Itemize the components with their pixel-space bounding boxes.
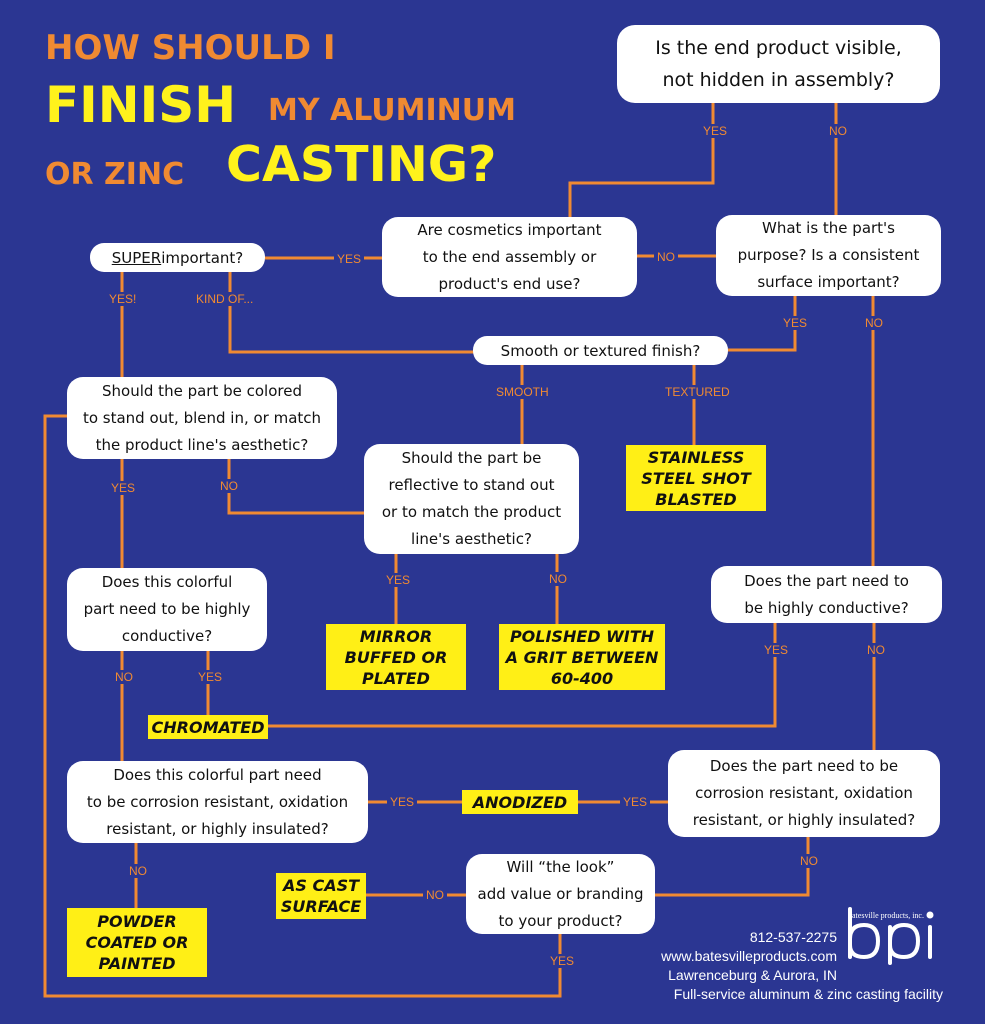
super-word: SUPER bbox=[111, 248, 162, 267]
label-colorful-corrosion-no: NO bbox=[126, 864, 150, 878]
label-conductive-yes: YES bbox=[761, 643, 792, 657]
answer-as-cast-surface: AS CAST SURFACE bbox=[276, 873, 366, 919]
label-colored-yes: YES bbox=[108, 481, 139, 495]
label-purpose-yes: YES bbox=[780, 316, 811, 330]
contact-location: Lawrenceburg & Aurora, IN bbox=[668, 967, 837, 983]
label-cosmetics-no: NO bbox=[654, 250, 678, 264]
label-super-kind-of: KIND OF... bbox=[193, 292, 257, 306]
title-finish: FINISH bbox=[45, 76, 237, 134]
question-look: Will “the look” add value or branding to… bbox=[466, 854, 655, 934]
title-casting: CASTING? bbox=[226, 136, 497, 193]
question-visible: Is the end product visible, not hidden i… bbox=[617, 25, 940, 103]
label-look-yes: YES bbox=[547, 954, 578, 968]
bpi-logo: batesville products, inc. bbox=[842, 905, 942, 965]
answer-chromated: CHROMATED bbox=[148, 715, 268, 739]
answer-anodized: ANODIZED bbox=[462, 790, 578, 814]
question-corrosion: Does the part need to be corrosion resis… bbox=[668, 750, 940, 837]
contact-tagline: Full-service aluminum & zinc casting fac… bbox=[673, 986, 943, 1002]
question-super-important: SUPER important? bbox=[90, 243, 265, 272]
label-visible-no: NO bbox=[826, 124, 850, 138]
question-purpose: What is the part's purpose? Is a consist… bbox=[716, 215, 941, 296]
label-purpose-no: NO bbox=[862, 316, 886, 330]
label-textured: TEXTURED bbox=[662, 385, 733, 399]
title-line1: HOW SHOULD I bbox=[45, 28, 336, 68]
super-rest: important? bbox=[161, 248, 244, 267]
label-colorful-conductive-yes: YES bbox=[195, 670, 226, 684]
title-my-aluminum: MY ALUMINUM bbox=[268, 93, 516, 128]
title-or-zinc: OR ZINC bbox=[45, 157, 185, 192]
label-visible-yes: YES bbox=[700, 124, 731, 138]
label-reflective-yes: YES bbox=[383, 573, 414, 587]
contact-phone: 812-537-2275 bbox=[749, 929, 837, 945]
label-super-yes: YES! bbox=[106, 292, 140, 306]
answer-stainless-steel-shot-blasted: STAINLESS STEEL SHOT BLASTED bbox=[626, 445, 766, 511]
label-conductive-no: NO bbox=[864, 643, 888, 657]
answer-mirror-buffed: MIRROR BUFFED OR PLATED bbox=[326, 624, 466, 690]
question-colorful-corrosion: Does this colorful part need to be corro… bbox=[67, 761, 368, 843]
question-conductive: Does the part need to be highly conducti… bbox=[711, 566, 942, 623]
question-reflective: Should the part be reflective to stand o… bbox=[364, 444, 579, 554]
question-smooth-textured: Smooth or textured finish? bbox=[473, 336, 728, 365]
label-colored-no: NO bbox=[217, 479, 241, 493]
question-colorful-conductive: Does this colorful part need to be highl… bbox=[67, 568, 267, 651]
contact-website[interactable]: www.batesvilleproducts.com bbox=[661, 948, 837, 964]
label-reflective-no: NO bbox=[546, 572, 570, 586]
contact-block: 812-537-2275 www.batesvilleproducts.com … bbox=[600, 928, 943, 1004]
label-smooth: SMOOTH bbox=[493, 385, 552, 399]
answer-polished: POLISHED WITH A GRIT BETWEEN 60-400 bbox=[499, 624, 665, 690]
label-colorful-corrosion-yes: YES bbox=[387, 795, 418, 809]
label-cosmetics-yes: YES bbox=[334, 252, 365, 266]
logo-company-name: batesville products, inc. bbox=[848, 911, 924, 920]
question-cosmetics: Are cosmetics important to the end assem… bbox=[382, 217, 637, 297]
label-corrosion-no: NO bbox=[797, 854, 821, 868]
label-look-no: NO bbox=[423, 888, 447, 902]
label-corrosion-yes: YES bbox=[620, 795, 651, 809]
answer-powder-coated: POWDER COATED OR PAINTED bbox=[67, 908, 207, 977]
question-colored: Should the part be colored to stand out,… bbox=[67, 377, 337, 459]
label-colorful-conductive-no: NO bbox=[112, 670, 136, 684]
